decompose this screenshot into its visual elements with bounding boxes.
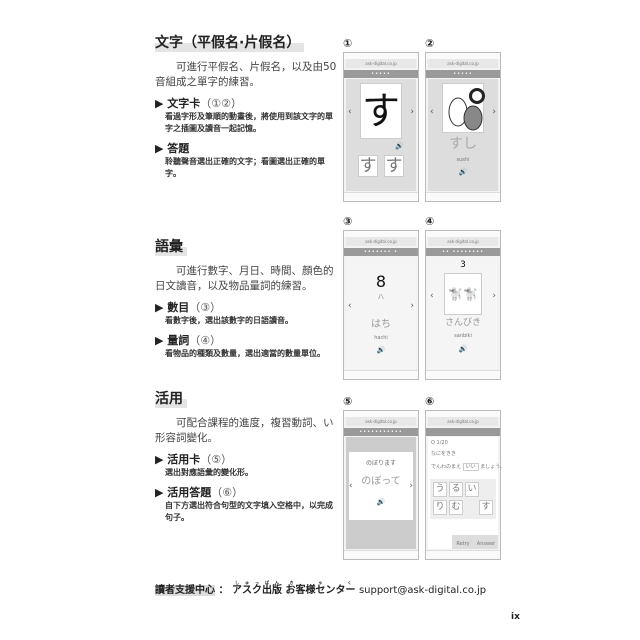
retry-button[interactable]: Retry <box>452 535 474 549</box>
speaker-icon[interactable]: 🔊 <box>458 345 468 353</box>
base-form: のぼります <box>365 460 396 467</box>
section-intro: 可配合課程的進度，複習動詞、い形容詞變化。 <box>155 417 334 444</box>
conjugation-card: のぼります のぼって 🔊 <box>348 451 414 521</box>
screen-label: ③ <box>343 215 353 228</box>
item-desc: 選出對應語彙的變化形。 <box>165 468 253 477</box>
romaji: hachi <box>374 335 388 341</box>
screen-label: ② <box>425 37 435 50</box>
item-desc: 看數字後，選出該數字的日語讀音。 <box>165 316 293 325</box>
conjugated-form: のぼって <box>361 476 401 487</box>
screen-label: ① <box>343 37 353 50</box>
phone-screenshot-1: ask-digital.co.jp••••• す ‹ › 🔊 す す <box>343 52 419 202</box>
url-bar: ask-digital.co.jp <box>346 237 416 246</box>
support-label: 讀者支援中心 <box>155 585 215 596</box>
section-katsuyou: 活用 可配合課程的進度，複習動詞、い形容詞變化。 ▶ 活用卡（⑤） 選出對應語彙… <box>155 388 337 524</box>
next-arrow-icon[interactable]: › <box>409 481 413 491</box>
prev-arrow-icon[interactable]: ‹ <box>348 107 352 117</box>
section-goi: 語彙 可進行數字、月日、時間、顏色的日文讀音，以及物品量詞的練習。 ▶ 數目（③… <box>155 236 337 360</box>
screen-label: ④ <box>425 215 435 228</box>
kanji-hint: 八 <box>377 294 384 301</box>
answer-tile[interactable]: む <box>449 500 463 515</box>
speaker-icon[interactable]: 🔊 <box>458 168 468 176</box>
next-arrow-icon[interactable]: › <box>492 107 496 117</box>
section-title: 文字（平假名·片假名） <box>155 32 305 52</box>
tile-tray: う る い り む す <box>430 479 496 519</box>
footer-support: 讀者支援中心 ： アスク出版しゅっぱん お客様センターきゃく support@a… <box>155 580 486 598</box>
phone-screenshot-4: ask-digital.co.jp•• •••••••• 3 🐩🐩🐩 ‹ › さ… <box>425 230 501 380</box>
next-arrow-icon[interactable]: › <box>492 291 496 301</box>
question-counter: Q 1/20 <box>431 440 448 446</box>
answer-tile[interactable]: い <box>465 482 479 497</box>
url-bar: ask-digital.co.jp <box>428 59 498 68</box>
word: すし <box>449 136 477 152</box>
section-intro: 可進行平假名、片假名，以及由50音組成之單字的練習。 <box>155 61 337 88</box>
speaker-icon[interactable]: 🔊 <box>376 498 386 506</box>
speaker-icon[interactable]: 🔊 <box>376 346 386 354</box>
prev-arrow-icon[interactable]: ‹ <box>348 301 352 311</box>
item-title: ▶ 量詞（④） <box>155 334 222 347</box>
reading: はち <box>371 319 391 330</box>
item-title: ▶ 文字卡（①②） <box>155 97 243 110</box>
item-title: ▶ 活用答題（⑥） <box>155 486 244 499</box>
number: 8 <box>375 272 387 291</box>
sentence-line: なにをきき <box>431 451 457 457</box>
url-bar: ask-digital.co.jp <box>346 59 416 68</box>
item-desc: 看過字形及筆順的動畫後，將使用到該文字的單字之插圖及讀音一起記憶。 <box>165 112 333 133</box>
phone-screenshot-3: ask-digital.co.jp••••••• • 8 八 ‹ › はち ha… <box>343 230 419 380</box>
customer-center: お客様センターきゃく <box>285 580 356 596</box>
phone-screenshot-5: ask-digital.co.jp••••••••••• のぼります のぼって … <box>343 410 419 560</box>
section-moji: 文字（平假名·片假名） 可進行平假名、片假名，以及由50音組成之單字的練習。 ▶… <box>155 32 337 180</box>
romaji: sushi <box>456 157 470 163</box>
next-arrow-icon[interactable]: › <box>410 107 414 117</box>
item-title: ▶ 活用卡（⑤） <box>155 453 233 466</box>
prev-arrow-icon[interactable]: ‹ <box>430 291 434 301</box>
choice-card[interactable]: す <box>384 155 404 177</box>
section-intro: 可進行數字、月日、時間、顏色的日文讀音，以及物品量詞的練習。 <box>155 265 334 292</box>
url-bar: ask-digital.co.jp <box>346 417 416 426</box>
phone-screenshot-6: ask-digital.co.jp Q 1/20 なにをきき でんわのまえ いい… <box>425 410 505 560</box>
support-email[interactable]: support@ask-digital.co.jp <box>358 585 487 596</box>
answer-blank[interactable]: いい <box>462 463 479 471</box>
publisher: アスク出版しゅっぱん <box>231 580 282 596</box>
item-desc: 聆聽聲音選出正確的文字；看圖選出正確的單字。 <box>165 157 325 178</box>
page-number: ix <box>511 612 520 622</box>
item-desc: 自下方選出符合句型的文字填入空格中，以完成句子。 <box>165 501 333 522</box>
answer-tile[interactable]: す <box>479 500 493 515</box>
speaker-icon[interactable]: 🔊 <box>395 142 404 150</box>
section-title: 語彙 <box>155 236 187 256</box>
count: 3 <box>460 260 466 270</box>
phone-screenshot-2: ask-digital.co.jp••••• ‹ › すし sushi 🔊 <box>425 52 501 202</box>
item-title: ▶ 答題 <box>155 142 190 155</box>
dogs-illustration: 🐩🐩🐩 <box>444 273 482 315</box>
item-title: ▶ 數目（③） <box>155 301 222 314</box>
character-card: す <box>360 83 402 139</box>
prev-arrow-icon[interactable]: ‹ <box>349 481 353 491</box>
screen-label: ⑥ <box>425 395 435 408</box>
url-bar: ask-digital.co.jp <box>428 417 498 426</box>
romaji: sanbiki <box>454 333 472 339</box>
prev-arrow-icon[interactable]: ‹ <box>430 107 434 117</box>
screen-label: ⑤ <box>343 395 353 408</box>
sushi-illustration <box>442 83 485 133</box>
section-title: 活用 <box>155 388 187 408</box>
next-arrow-icon[interactable]: › <box>410 301 414 311</box>
item-desc: 看物品的種類及數量，選出適當的數量單位。 <box>165 349 325 358</box>
answer-tile[interactable]: う <box>433 482 447 497</box>
separator: ： <box>218 585 229 596</box>
answer-button[interactable]: Answer <box>474 535 498 549</box>
answer-tile[interactable]: り <box>433 500 447 515</box>
url-bar: ask-digital.co.jp <box>428 237 498 246</box>
choice-card[interactable]: す <box>358 155 378 177</box>
counter-word: さんびき <box>444 318 481 328</box>
sentence-line: でんわのまえ いい ましょう。 <box>431 463 505 471</box>
answer-tile[interactable]: る <box>449 482 463 497</box>
